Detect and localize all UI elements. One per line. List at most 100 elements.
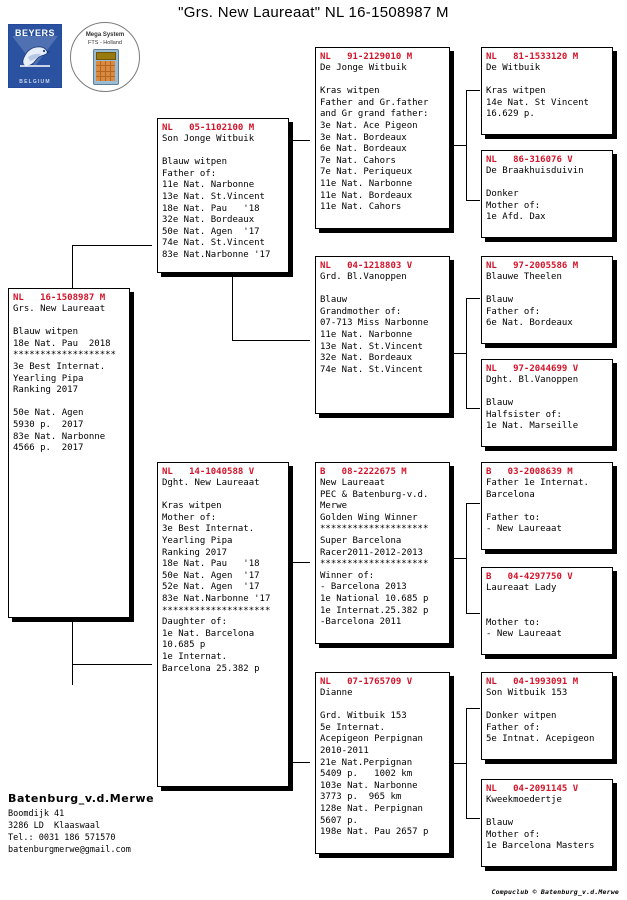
box-detail-line: Father of: [486, 306, 541, 317]
breeder-email: batenburgmerwe@gmail.com [8, 845, 131, 855]
box-detail-line: 11e Nat. Narbonne [320, 329, 413, 340]
box-detail-line: Father of: [486, 722, 541, 733]
box-detail-line: Blauw [320, 295, 348, 306]
box-detail-line: and Gr grand father: [320, 109, 429, 120]
box-detail-line: Ranking 2017 [162, 547, 228, 558]
connector-mm-vertical [466, 708, 467, 818]
box-detail-line: Kras witpen [162, 501, 222, 512]
box-detail-line: Kweekmoedertje [486, 795, 562, 805]
box-detail-line: Barcelona 25.382 p [162, 663, 260, 674]
ring-number: NL 16-1508987 M [13, 293, 106, 303]
box-detail-line: De Jonge Witbuik [320, 63, 407, 73]
box-detail-line: 6e Nat. Bordeaux [486, 318, 573, 329]
pedigree-box-father[interactable]: NL 05-1102100 M Son Jonge Witbuik Blauw … [157, 118, 289, 273]
box-detail-line: ******************** [320, 559, 429, 570]
box-detail-line [13, 316, 125, 328]
box-detail-line: 18e Nat. Pau 2018 [13, 338, 111, 349]
connector-fm-to-fmm [466, 408, 480, 409]
mega-system-fts-holland-logo: Mega System FTS - Holland [70, 22, 140, 92]
box-detail-line: 103e Nat. Narbonne [320, 780, 418, 791]
box-detail-line: 7e Nat. Cahors [320, 155, 396, 166]
breeder-name: Batenburg_v.d.Merwe [8, 792, 155, 805]
box-detail-line: Winner of: [320, 570, 375, 581]
pedigree-box-father-father[interactable]: NL 91-2129010 M De Jonge Witbuik Kras wi… [315, 47, 450, 229]
page-title: "Grs. New Laureaat" NL 16-1508987 M [178, 4, 449, 21]
box-detail-line: Blauw witpen [13, 327, 79, 338]
pedigree-box-mm-father[interactable]: NL 04-1993091 M Son Witbuik 153 Donker w… [481, 672, 613, 760]
box-detail-line: Son Witbuik 153 [486, 688, 568, 698]
box-detail-line: 1e Nat. Barcelona [162, 628, 255, 639]
box-detail-line: 11e Nat. Cahors [320, 202, 402, 213]
box-detail-line: - Barcelona 2013 [320, 582, 407, 593]
box-detail-line: 5930 p. 2017 [13, 419, 84, 430]
pedigree-box-ff-mother[interactable]: NL 86-316076 V De Braakhuisduivin Donker… [481, 150, 613, 238]
ring-number: NL 91-2129010 M [320, 52, 413, 62]
box-detail-line: 11e Nat. Narbonne [320, 178, 413, 189]
box-detail-line: ******************** [320, 524, 429, 535]
box-detail-line [320, 284, 445, 296]
box-detail-line: 5607 p. [320, 815, 358, 826]
ring-number: NL 04-2091145 V [486, 784, 579, 794]
ring-number: NL 14-1040588 V [162, 467, 255, 477]
box-detail-line: 1e Barcelona Masters [486, 841, 595, 852]
box-detail-line: Dianne [320, 688, 353, 698]
box-detail-line: 13e Nat. St.Vincent [320, 341, 423, 352]
box-detail-line: 128e Nat. Perpignan [320, 803, 423, 814]
box-detail-line: 5409 p. 1002 km [320, 769, 413, 780]
beyers-logo-top-text: BEYERS [14, 28, 55, 38]
box-detail-line: 5e Internat. [320, 722, 386, 733]
box-detail-line: 1e Internat.25.382 p [320, 605, 429, 616]
box-detail-line: Grd. Bl.Vanoppen [320, 272, 407, 282]
beyers-belgium-logo: BEYERS BELGIUM [8, 24, 62, 88]
pedigree-box-mf-father[interactable]: B 03-2008639 M Father 1e Internat.Barcel… [481, 462, 613, 550]
box-detail-line: Acepigeon Perpignan [320, 734, 423, 745]
box-detail-line: - New Laureaat [486, 524, 562, 535]
box-detail-line: 11e Nat. Narbonne [162, 180, 255, 191]
box-detail-line: Father and Gr.father [320, 97, 429, 108]
box-detail-line: 1e National 10.685 p [320, 593, 429, 604]
connector-mf-to-mfm [466, 613, 480, 614]
connector-mf-stub [452, 558, 466, 559]
box-detail-line: 1e Afd. Dax [486, 212, 546, 223]
box-detail-line [486, 178, 608, 190]
box-detail-line: 18e Nat. Pau '18 [162, 559, 260, 570]
box-detail-line: 50e Nat. Agen [13, 408, 84, 419]
beyers-logo-bottom-text: BELGIUM [19, 79, 51, 85]
box-detail-line: -Barcelona 2011 [320, 617, 402, 628]
box-detail-line: Grd. Witbuik 153 [320, 711, 407, 722]
pedigree-box-subject[interactable]: NL 16-1508987 M Grs. New Laureaat Blauw … [8, 288, 130, 618]
box-detail-line: 50e Nat. Agen '17 [162, 570, 260, 581]
ring-number: NL 86-316076 V [486, 155, 573, 165]
box-detail-line: 32e Nat. Bordeaux [320, 353, 413, 364]
box-detail-line: Kras witpen [486, 86, 546, 97]
pedigree-box-mother[interactable]: NL 14-1040588 V Dght. New Laureaat Kras … [157, 462, 289, 787]
box-detail-line: 3e Nat. Bordeaux [320, 132, 407, 143]
pigeon-icon [20, 46, 51, 67]
mega-logo-line2: FTS - Holland [88, 40, 122, 46]
breeder-city: 3286 LD Klaaswaal [8, 821, 101, 831]
box-detail-line: Son Jonge Witbuik [162, 134, 255, 144]
box-detail-line: Grandmother of: [320, 306, 402, 317]
pedigree-box-mf-mother[interactable]: B 04-4297750 V Laureaat Lady Mother to:-… [481, 567, 613, 655]
box-detail-line: 83e Nat.Narbonne '17 [162, 249, 271, 260]
box-detail-line [320, 700, 445, 712]
box-detail-line: De Braakhuisduivin [486, 166, 584, 176]
box-detail-line: Super Barcelona [320, 535, 402, 546]
box-detail-line: 16.629 p. [486, 109, 535, 120]
box-detail-line [486, 501, 608, 513]
box-detail-line: 83e Nat. Narbonne [13, 431, 106, 442]
connector-mf-vertical [466, 503, 467, 613]
